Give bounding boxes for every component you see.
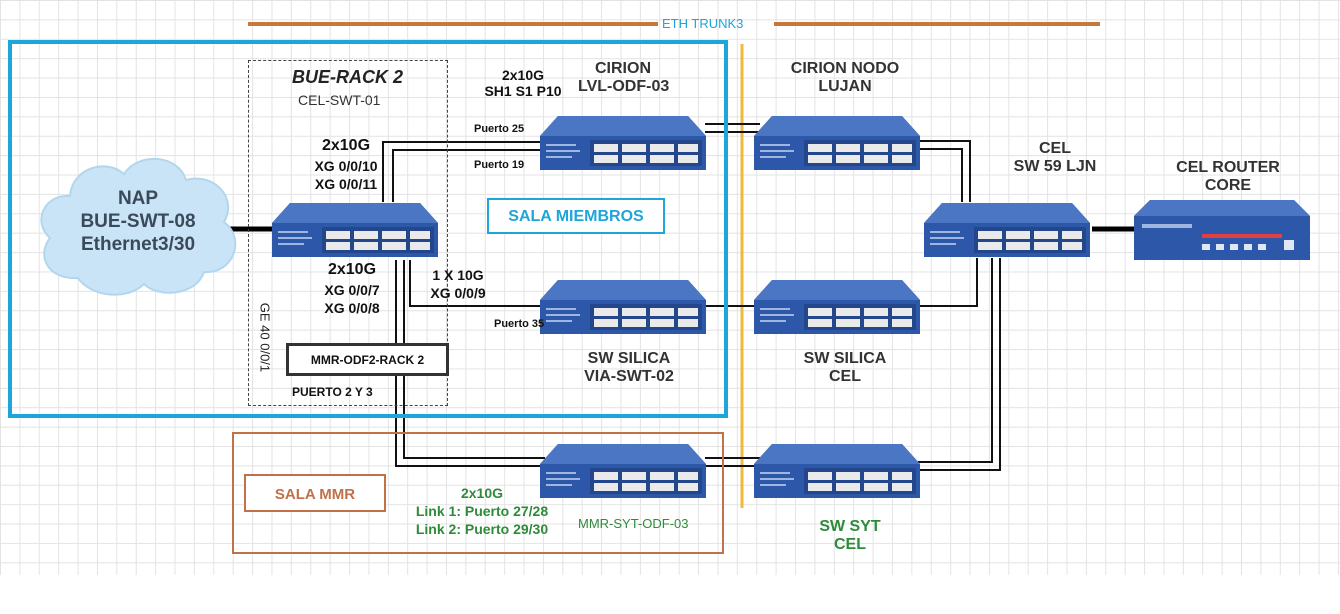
cel-router-line1: CEL ROUTER bbox=[1176, 159, 1280, 176]
mmr-links-label: 2x10G Link 1: Puerto 27/28 Link 2: Puert… bbox=[404, 484, 560, 539]
syt-cel-line1: SW SYT bbox=[819, 518, 881, 535]
mmr-syt-odf-label: MMR-SYT-ODF-03 bbox=[578, 516, 689, 531]
nap-line1: NAP bbox=[117, 188, 159, 209]
switch-sw-silica-via bbox=[538, 272, 708, 342]
link1: Link 1: Puerto 27/28 bbox=[415, 503, 549, 520]
router-icon bbox=[1134, 200, 1310, 260]
cirion-speed: 2x10G bbox=[501, 67, 545, 83]
link-lujan-sw59-b bbox=[918, 148, 963, 202]
mmr-odf2-rack2-box: MMR-ODF2-RACK 2 bbox=[286, 343, 449, 376]
network-switch-icon bbox=[754, 280, 920, 334]
down-port2: XG 0/0/8 bbox=[324, 299, 380, 316]
link2: Link 2: Puerto 29/30 bbox=[415, 521, 549, 538]
down-port1: XG 0/0/7 bbox=[324, 281, 380, 298]
cirion-lvl-label: CIRION LVL-ODF-03 bbox=[578, 60, 670, 97]
one-port: XG 0/0/9 bbox=[430, 285, 486, 302]
link-cel-swt-silica bbox=[409, 260, 545, 307]
cirion-slot: SH1 S1 P10 bbox=[484, 83, 562, 100]
ge-40-label: GE 40 0/0/1 bbox=[257, 302, 273, 373]
switch-cirion-nodo-lujan bbox=[752, 108, 922, 178]
mmr-speed: 2x10G bbox=[460, 485, 504, 501]
link-cel-swt-mmr-b bbox=[403, 260, 545, 459]
down-speed: 2x10G bbox=[327, 261, 377, 278]
sala-miembros-region bbox=[8, 40, 728, 418]
cel-sw59-line2: SW 59 LJN bbox=[1013, 158, 1097, 176]
switch-cel-sw-59-ljn bbox=[922, 195, 1092, 265]
switch-cirion-lvl-odf-03 bbox=[538, 108, 708, 178]
switch-sw-silica-cel bbox=[752, 272, 922, 342]
silica-via-label: SW SILICA VIA-SWT-02 bbox=[574, 350, 684, 387]
link-syt-sw59-b bbox=[918, 258, 1001, 471]
nap-line2: BUE-SWT-08 bbox=[80, 210, 196, 232]
network-switch-icon bbox=[754, 444, 920, 498]
link-cel-swt-mmr-a bbox=[395, 260, 545, 467]
silica-cel-line1: SW SILICA bbox=[803, 350, 887, 367]
cirion-lujan-line2: LUJAN bbox=[818, 78, 872, 96]
up-speed: 2x10G bbox=[321, 137, 371, 154]
link-syt-sw59-a bbox=[918, 258, 993, 463]
nap-label: NAP BUE-SWT-08 Ethernet3/30 bbox=[48, 188, 228, 256]
link-cel-swt-cirion-b bbox=[392, 149, 545, 202]
sala-mmr-region bbox=[232, 432, 724, 554]
syt-cel-line2: CEL bbox=[834, 536, 866, 554]
cirion-lvl-line1: CIRION bbox=[595, 60, 651, 77]
nap-cloud-icon bbox=[40, 158, 237, 296]
link-lujan-sw59-a bbox=[918, 140, 971, 202]
up-port1: XG 0/0/10 bbox=[314, 157, 378, 174]
puerto-2y3-label: PUERTO 2 Y 3 bbox=[292, 385, 373, 399]
silica-via-line2: VIA-SWT-02 bbox=[584, 368, 674, 386]
switch-mmr-syt-odf bbox=[538, 436, 708, 506]
link-cel-swt-cirion-a bbox=[382, 141, 545, 202]
cel-sw59-line1: CEL bbox=[1039, 140, 1071, 157]
switch-sw-syt-cel bbox=[752, 436, 922, 506]
network-switch-icon bbox=[540, 444, 706, 498]
up-port2: XG 0/0/11 bbox=[314, 175, 378, 192]
silica-cel-label: SW SILICA CEL bbox=[800, 350, 890, 387]
puerto-19-label: Puerto 19 bbox=[474, 159, 525, 171]
cirion-lujan-line1: CIRION NODO bbox=[790, 60, 900, 77]
network-switch-icon bbox=[272, 203, 438, 257]
bue-rack-2-box bbox=[248, 60, 448, 406]
uplink-ports-label: 2x10G XG 0/0/10 XG 0/0/11 bbox=[298, 136, 394, 193]
switch-cel-swt-01 bbox=[270, 195, 440, 265]
network-switch-icon bbox=[540, 116, 706, 170]
cirion-lvl-line2: LVL-ODF-03 bbox=[578, 78, 670, 96]
cirion-lujan-label: CIRION NODO LUJAN bbox=[790, 60, 900, 97]
one-x-10g-label: 1 X 10G XG 0/0/9 bbox=[418, 266, 498, 302]
sala-mmr-text: SALA MMR bbox=[274, 486, 356, 503]
eth-trunk-label: ETH TRUNK3 bbox=[662, 16, 744, 31]
cel-sw59-label: CEL SW 59 LJN bbox=[1002, 140, 1108, 177]
mmr-odf2-rack2-text: MMR-ODF2-RACK 2 bbox=[310, 353, 425, 367]
nap-line3: Ethernet3/30 bbox=[80, 233, 196, 255]
cel-router-line2: CORE bbox=[1204, 177, 1252, 195]
network-switch-icon bbox=[540, 280, 706, 334]
sala-mmr-tag: SALA MMR bbox=[244, 474, 386, 512]
puerto-35-label: Puerto 35 bbox=[494, 318, 545, 330]
link-silica-cel-sw59 bbox=[918, 258, 978, 307]
silica-via-line1: SW SILICA bbox=[587, 350, 671, 367]
syt-cel-label: SW SYT CEL bbox=[810, 518, 890, 555]
sala-miembros-tag: SALA MIEMBROS bbox=[487, 198, 665, 234]
network-switch-icon bbox=[754, 116, 920, 170]
rack-title: BUE-RACK 2 bbox=[292, 67, 404, 87]
network-switch-icon bbox=[924, 203, 1090, 257]
sala-miembros-text: SALA MIEMBROS bbox=[508, 208, 644, 225]
silica-cel-line2: CEL bbox=[829, 368, 861, 386]
rack-device: CEL-SWT-01 bbox=[298, 92, 381, 108]
cel-router-label: CEL ROUTER CORE bbox=[1168, 159, 1288, 196]
cirion-speed-label: 2x10G SH1 S1 P10 bbox=[468, 67, 578, 99]
downlink-ports-label: 2x10G XG 0/0/7 XG 0/0/8 bbox=[306, 260, 398, 317]
one-speed: 1 X 10G bbox=[432, 267, 484, 283]
puerto-25-label: Puerto 25 bbox=[474, 123, 525, 135]
